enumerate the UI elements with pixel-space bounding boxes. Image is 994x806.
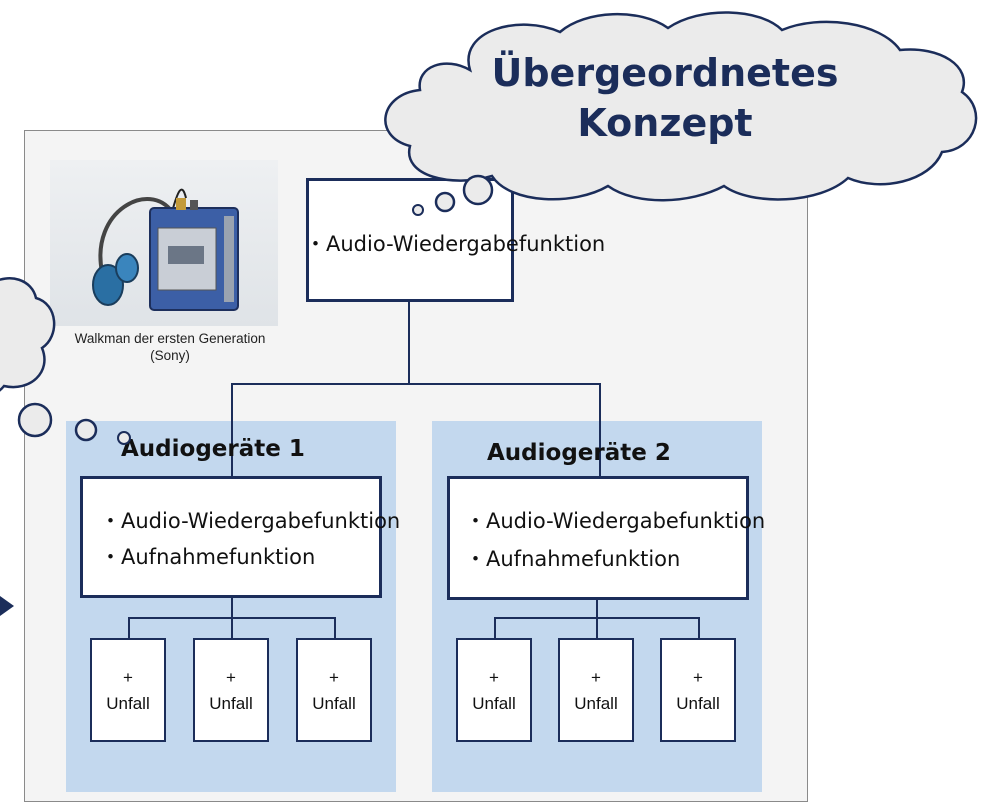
leaf-connector-2b	[596, 617, 598, 639]
leaf-1-1: + Unfall	[90, 638, 166, 742]
top-concept-box	[306, 178, 514, 302]
group-box-1	[80, 476, 382, 598]
leaf-plus: +	[329, 668, 339, 687]
leaf-connector-1c	[334, 617, 336, 639]
caption-line-1: Walkman der ersten Generation	[74, 331, 266, 346]
group-title-1: Audiogeräte 1	[121, 436, 305, 462]
leaf-plus: +	[489, 668, 499, 687]
leaf-2-3: + Unfall	[660, 638, 736, 742]
thought-bubble	[17, 402, 53, 438]
leaf-label: Unfall	[472, 694, 516, 713]
group-title-2: Audiogeräte 2	[487, 440, 671, 466]
leaf-connector-2a	[494, 617, 496, 639]
thought-bubble	[462, 174, 494, 206]
thought-bubble	[434, 191, 456, 213]
leaf-label: Unfall	[312, 694, 356, 713]
leaf-2-2: + Unfall	[558, 638, 634, 742]
left-thought-cloud	[0, 277, 56, 392]
leaf-plus: +	[226, 668, 236, 687]
leaf-connector-1b	[231, 617, 233, 639]
thought-cloud	[384, 11, 978, 202]
walkman-photo	[50, 160, 278, 326]
leaf-connector-1-stem	[231, 596, 233, 618]
leaf-plus: +	[123, 668, 133, 687]
leaf-label: Unfall	[676, 694, 720, 713]
leaf-1-3: + Unfall	[296, 638, 372, 742]
leaf-connector-2c	[698, 617, 700, 639]
top-box-feature: ・Audio-Wiedergabefunktion	[305, 232, 606, 256]
leaf-connector-1a	[128, 617, 130, 639]
connector-horizontal	[231, 383, 601, 385]
leaf-2-1: + Unfall	[456, 638, 532, 742]
group-1-feature-1: ・Audio-Wiedergabefunktion	[100, 509, 401, 533]
group-2-feature-1: ・Audio-Wiedergabefunktion	[465, 509, 766, 533]
thought-bubble	[117, 431, 131, 445]
connector-top-vertical	[408, 300, 410, 384]
connector-left-vertical	[231, 383, 233, 477]
leaf-plus: +	[693, 668, 703, 687]
thought-bubble	[74, 418, 98, 442]
cloud-title-line-1: Übergeordnetes	[491, 51, 839, 95]
leaf-1-2: + Unfall	[193, 638, 269, 742]
leaf-connector-2-stem	[596, 598, 598, 618]
leaf-label: Unfall	[209, 694, 253, 713]
caption-line-2: (Sony)	[150, 348, 190, 363]
walkman-illustration	[92, 188, 239, 311]
group-box-2	[447, 476, 749, 600]
arrow-right-icon	[0, 596, 14, 616]
connector-right-vertical	[599, 383, 601, 477]
cloud-title: Übergeordnetes Konzept	[455, 48, 875, 148]
thought-bubble	[412, 204, 424, 216]
photo-caption: Walkman der ersten Generation (Sony)	[40, 330, 300, 364]
group-1-feature-2: ・Aufnahmefunktion	[100, 545, 316, 569]
cloud-title-line-2: Konzept	[577, 101, 753, 145]
leaf-label: Unfall	[106, 694, 150, 713]
leaf-label: Unfall	[574, 694, 618, 713]
group-2-feature-2: ・Aufnahmefunktion	[465, 547, 681, 571]
leaf-plus: +	[591, 668, 601, 687]
